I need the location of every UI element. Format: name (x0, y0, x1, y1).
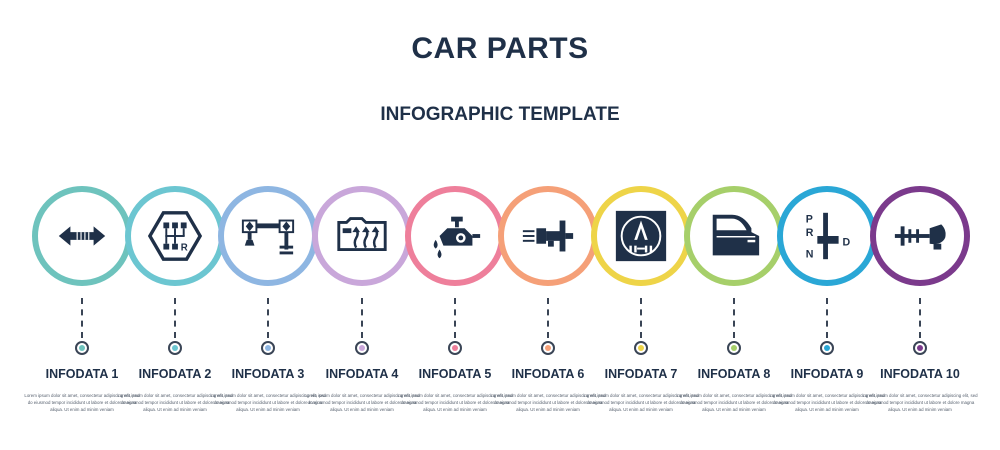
step-description: Lorem ipsum dolor sit amet, consectetur … (24, 393, 140, 412)
step-dot (541, 341, 555, 355)
step-label: INFODATA 3 (231, 367, 305, 381)
step-description: Lorem ipsum dolor sit amet, consectetur … (769, 393, 885, 412)
svg-text:P: P (806, 213, 813, 225)
connector-line (547, 298, 549, 338)
step-ring (218, 186, 318, 286)
connector-line (640, 298, 642, 338)
step-dot (448, 341, 462, 355)
car-door-icon (705, 207, 763, 265)
gauge-icon (612, 207, 670, 265)
step-dot (913, 341, 927, 355)
step-label: INFODATA 8 (697, 367, 771, 381)
step-description: Lorem ipsum dolor sit amet, consectetur … (304, 393, 420, 412)
exhaust-icon (519, 207, 577, 265)
step-description: Lorem ipsum dolor sit amet, consectetur … (862, 393, 978, 412)
step-description: Lorem ipsum dolor sit amet, consectetur … (490, 393, 606, 412)
step-label: INFODATA 9 (790, 367, 864, 381)
step-ring (870, 186, 970, 286)
step-7: INFODATA 7 Lorem ipsum dolor sit amet, c… (583, 186, 699, 416)
step-6: INFODATA 6 Lorem ipsum dolor sit amet, c… (490, 186, 606, 416)
step-dot (355, 341, 369, 355)
step-ring (498, 186, 598, 286)
step-label: INFODATA 4 (325, 367, 399, 381)
step-4: INFODATA 4 Lorem ipsum dolor sit amet, c… (304, 186, 420, 416)
step-ring (405, 186, 505, 286)
step-5: INFODATA 5 Lorem ipsum dolor sit amet, c… (397, 186, 513, 416)
svg-text:N: N (806, 248, 814, 260)
step-description: Lorem ipsum dolor sit amet, consectetur … (210, 393, 326, 412)
step-label: INFODATA 10 (880, 367, 960, 381)
step-dot (75, 341, 89, 355)
step-ring (32, 186, 132, 286)
svg-text:R: R (806, 227, 814, 239)
step-1: INFODATA 1 Lorem ipsum dolor sit amet, c… (24, 186, 140, 416)
connector-line (826, 298, 828, 338)
connector-line (361, 298, 363, 338)
svg-text:D: D (842, 237, 850, 249)
connector-line (733, 298, 735, 338)
step-dot (261, 341, 275, 355)
page-subtitle: INFOGRAPHIC TEMPLATE (380, 104, 620, 125)
step-label: INFODATA 6 (511, 367, 585, 381)
double-arrow-icon (53, 207, 111, 265)
step-description: Lorem ipsum dolor sit amet, consectetur … (397, 393, 513, 412)
connector-line (174, 298, 176, 338)
step-10: INFODATA 10 Lorem ipsum dolor sit amet, … (862, 186, 978, 416)
connector-line (919, 298, 921, 338)
step-label: INFODATA 7 (604, 367, 678, 381)
step-dot (634, 341, 648, 355)
step-ring (591, 186, 691, 286)
step-ring: R (125, 186, 225, 286)
connector-line (267, 298, 269, 338)
connector-line (81, 298, 83, 338)
step-label: INFODATA 2 (138, 367, 212, 381)
step-2: R INFODATA 2 Lorem ipsum dolor sit amet,… (117, 186, 233, 416)
step-description: Lorem ipsum dolor sit amet, consectetur … (583, 393, 699, 412)
connector-line (454, 298, 456, 338)
oil-pump-icon (426, 207, 484, 265)
step-dot (168, 341, 182, 355)
step-3: INFODATA 3 Lorem ipsum dolor sit amet, c… (210, 186, 326, 416)
step-description: Lorem ipsum dolor sit amet, consectetur … (676, 393, 792, 412)
step-8: INFODATA 8 Lorem ipsum dolor sit amet, c… (676, 186, 792, 416)
gear-shift-pattern-icon: R (146, 207, 204, 265)
step-label: INFODATA 1 (45, 367, 119, 381)
page-title: CAR PARTS (411, 32, 589, 65)
step-dot (727, 341, 741, 355)
windshield-defroster-icon (333, 207, 391, 265)
step-ring (684, 186, 784, 286)
step-label: INFODATA 5 (418, 367, 492, 381)
step-dot (820, 341, 834, 355)
svg-text:R: R (181, 243, 188, 254)
drive-shaft-icon (891, 207, 949, 265)
step-ring (312, 186, 412, 286)
step-description: Lorem ipsum dolor sit amet, consectetur … (117, 393, 233, 412)
pedals-icon (239, 207, 297, 265)
